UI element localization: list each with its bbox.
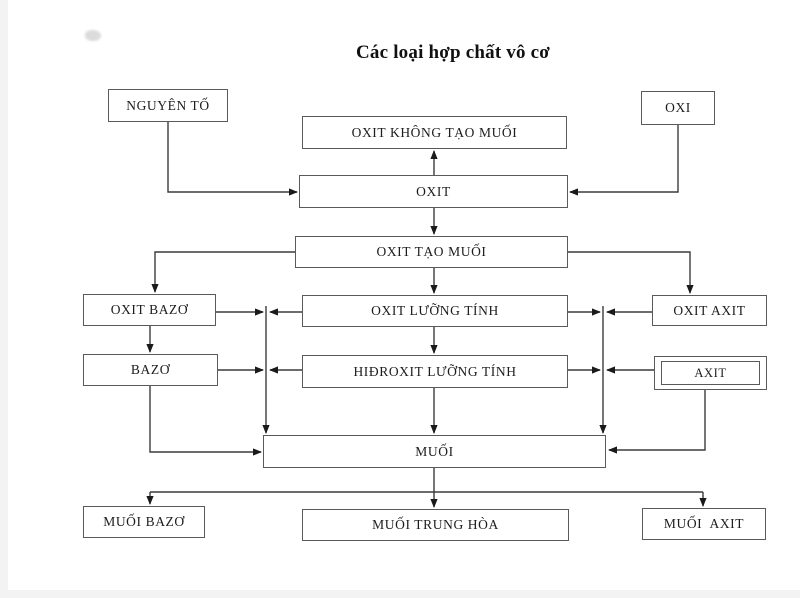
node-nguyen-to: NGUYÊN TỐ [108, 89, 228, 122]
node-oxi: OXI [641, 91, 715, 125]
node-muoi-bazo: MUỐI BAZƠ [83, 506, 205, 538]
node-oxit-bazo: OXIT BAZƠ [83, 294, 216, 326]
scan-smudge [85, 30, 101, 41]
node-oxit-khong-tao-muoi: OXIT KHÔNG TẠO MUỐI [302, 116, 567, 149]
page-edge-bottom [0, 590, 800, 598]
node-oxit: OXIT [299, 175, 568, 208]
page-edge-left [0, 0, 8, 598]
node-axit: AXIT [654, 356, 767, 390]
diagram-title: Các loại hợp chất vô cơ [356, 42, 550, 63]
node-oxit-tao-muoi: OXIT TẠO MUỐI [295, 236, 568, 268]
node-axit-inner-border: AXIT [661, 361, 760, 385]
node-axit-label: AXIT [694, 365, 727, 380]
node-oxit-luong-tinh: OXIT LƯỠNG TÍNH [302, 295, 568, 327]
node-muoi: MUỐI [263, 435, 606, 468]
node-muoi-trung-hoa: MUỐI TRUNG HÒA [302, 509, 569, 541]
node-oxit-axit: OXIT AXIT [652, 295, 767, 326]
node-bazo: BAZƠ [83, 354, 218, 386]
node-hidroxit-luong-tinh: HIĐROXIT LƯỠNG TÍNH [302, 355, 568, 388]
node-muoi-axit: MUỐI AXIT [642, 508, 766, 540]
